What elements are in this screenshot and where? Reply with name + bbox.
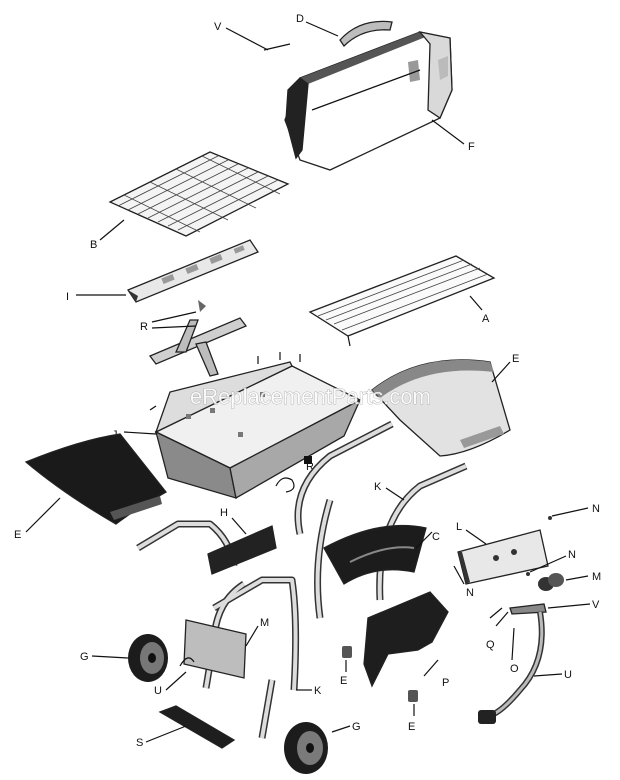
valve-v [509,603,547,615]
leader-knob-n2 [529,555,567,573]
leader-burner-2 [151,325,197,329]
label-heat-shield: E [512,353,519,365]
label-bottom-panel: P [442,677,449,689]
cooking-grate [108,151,290,237]
label-clip: R [306,461,314,473]
firebox [149,352,362,500]
label-cooking-grate: B [90,239,97,251]
bottom-panel [363,591,449,688]
burner-shield [127,239,259,303]
leader-bottom-panel [423,659,439,677]
label-side-shelf: E [14,529,21,541]
leader-shelf-bracket [231,517,247,535]
label-shelf-bracket: H [220,507,228,519]
leader-knob-n1 [551,507,589,517]
leader-control-panel [465,529,487,545]
leader-heat-shield [491,361,511,383]
watermark-text: eReplacementParts.com [190,384,431,409]
label-valve-v: V [592,599,600,611]
label-knob-n3: N [466,587,474,599]
foot-e1 [342,646,352,658]
label-hose-o: O [510,663,519,675]
leader-axle-u [165,671,187,691]
label-axle-u: U [154,685,162,697]
leader-v-top [225,27,269,51]
axle-part [179,657,195,667]
clip-part [275,477,295,493]
leader-wheel-right [331,725,351,733]
panel-c [323,524,427,585]
label-hose-u: U [564,669,572,681]
label-knob-n2: N [568,549,576,561]
leader-handle [305,21,339,37]
label-burner-parts: R [140,321,148,333]
label-burner-shield: I [66,291,69,303]
clip-marker [304,456,312,464]
label-warming-rack: A [482,313,490,325]
label-lid: F [468,141,475,153]
leader-bar-s [145,725,187,743]
side-shelf [24,433,167,525]
shelf-bracket [207,525,277,575]
leader-leg-left [385,487,405,501]
label-wheel-right: G [352,721,361,733]
label-leg-left: K [374,481,382,493]
label-leg-right: K [314,685,322,697]
wheel-right [284,722,328,774]
leader-knob-n3 [453,565,465,585]
label-panel-c: C [432,531,440,543]
control-panel [457,529,549,585]
leader-panel-c [415,531,433,549]
knob-m [538,573,564,591]
wheel-left [128,634,168,682]
label-valve-q: Q [486,639,495,651]
label-foot-e1: E [340,675,347,687]
foot-e2 [408,690,418,702]
grill-lid [284,31,453,171]
leader-wheel-left [91,655,129,659]
leader-warming-rack [469,295,483,311]
valve-q-stem [489,607,503,619]
label-handle: D [296,13,304,25]
label-bar-s: S [136,737,143,749]
label-foot-e2: E [408,721,415,733]
heat-shield [371,359,511,457]
leader-knob-m [565,575,589,581]
rod-v-top [263,43,291,51]
panel-c-groove [349,546,415,563]
label-control-panel: L [456,521,462,533]
leader-hose-o [511,627,515,661]
leader-burner-1 [151,311,197,323]
burner-tube [148,300,248,377]
leader-lid [431,119,465,145]
leader-hose-u [533,673,563,677]
label-front-panel: M [260,617,269,629]
label-v-top: V [214,21,222,33]
bar-s [158,705,236,749]
leader-firebox [123,431,157,435]
label-knob-m: M [592,571,601,583]
label-wheel-left: G [80,651,89,663]
lid-handle [339,20,393,48]
label-knob-n1: N [592,503,600,515]
front-panel [183,619,247,679]
hose-fitting [478,710,496,724]
leader-grate [99,219,125,241]
leader-valve-q [495,611,509,627]
leader-side-shelf [25,497,61,533]
warming-rack [308,255,496,347]
leader-valve-v [547,603,591,609]
leader-front-panel [245,625,259,647]
